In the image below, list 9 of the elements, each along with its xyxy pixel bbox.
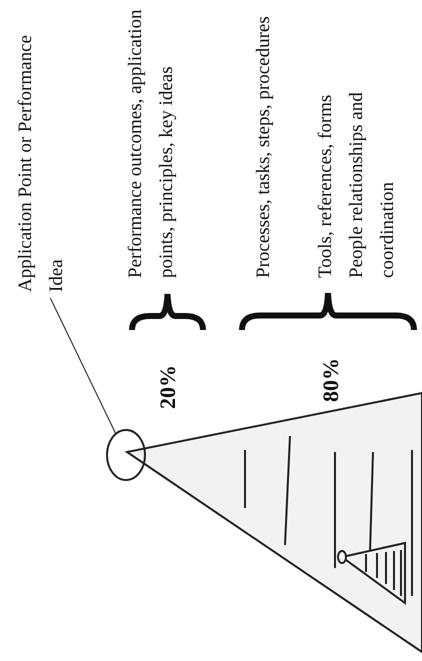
percentage-label: 20% xyxy=(155,364,181,409)
percentage-label: 80% xyxy=(318,357,344,402)
leader-line xyxy=(50,298,116,434)
description-text: People relationships and coordination xyxy=(345,91,399,278)
circle-marker xyxy=(106,429,146,481)
description-text: Performance outcomes, application points, principles, key ideas xyxy=(124,8,178,278)
callout-label: Application Point or Performance Idea xyxy=(10,2,72,292)
description-text: Tools, references, forms xyxy=(314,94,337,278)
description-text: Processes, tasks, steps, procedures xyxy=(252,15,275,278)
